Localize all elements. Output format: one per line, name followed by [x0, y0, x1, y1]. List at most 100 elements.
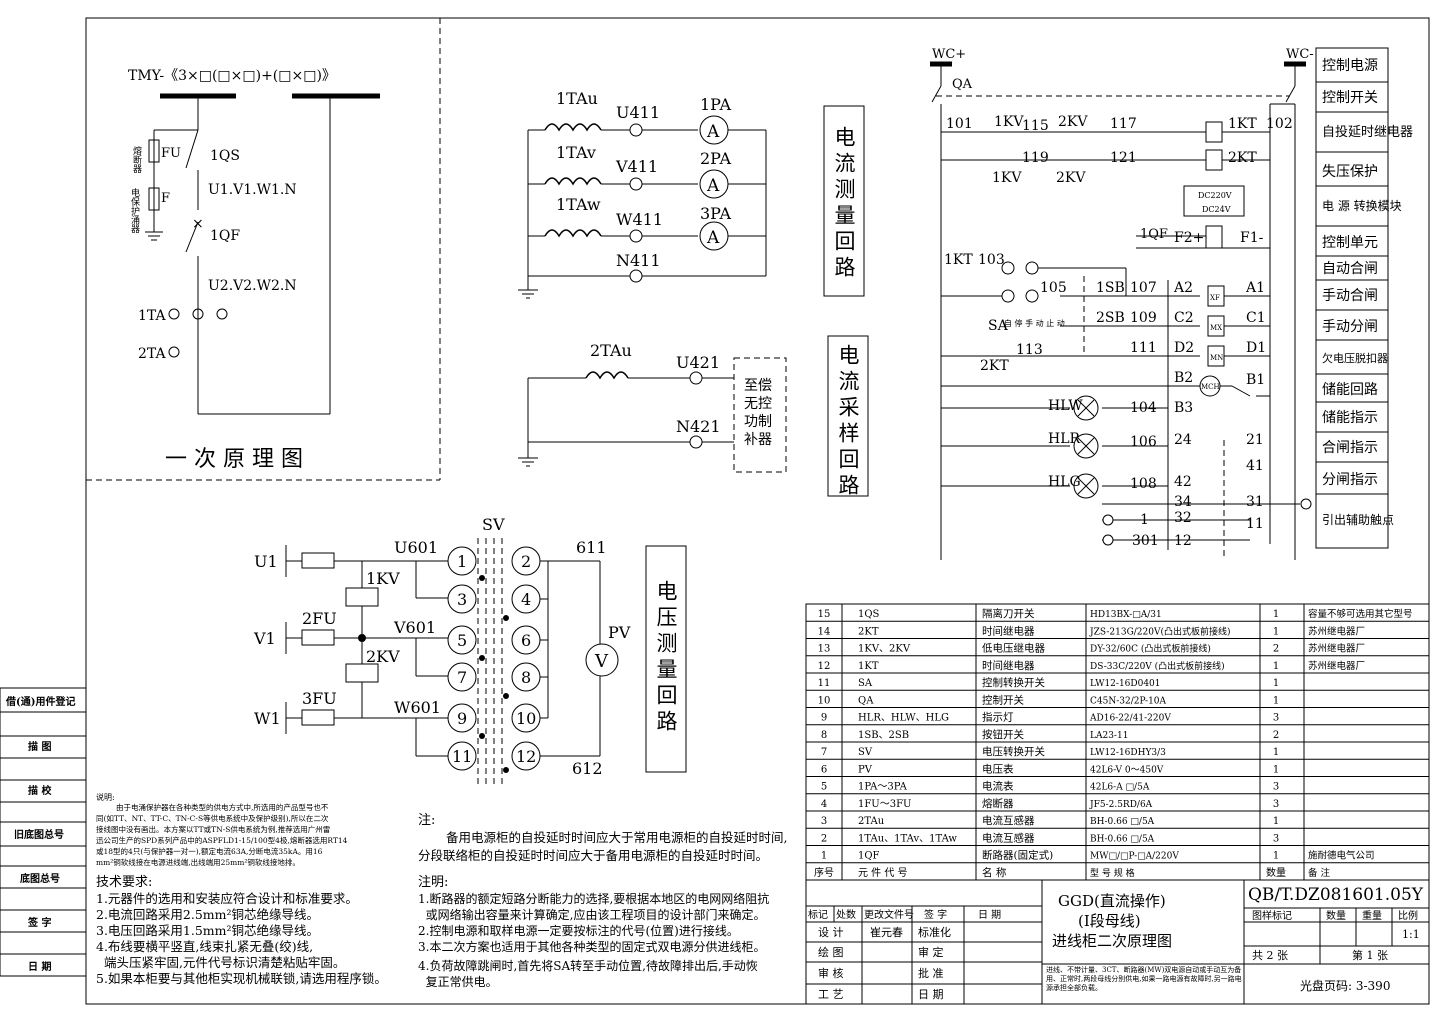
node-106: 106	[1130, 434, 1157, 450]
bom-cell-name: 隔离刀开关	[982, 607, 1035, 620]
term-c1: C1	[1246, 310, 1266, 326]
compensator-box	[733, 357, 787, 473]
bom-cell-name: 时间继电器	[982, 624, 1035, 637]
node-117: 117	[1110, 116, 1137, 132]
current-sampling-circuit: 2TAu U421 N421 至偿 无控 功制 补器 电流采样回路	[518, 335, 869, 500]
bom-cell-no: 15	[818, 609, 831, 620]
side-old-base-no: 旧底图总号	[14, 828, 64, 841]
tech-3: 3.电压回路采用1.5mm²铜芯绝缘导线。	[96, 923, 319, 938]
sheet-weight: 重量	[1362, 909, 1382, 922]
sv-label: SV	[482, 515, 505, 534]
lamp-hlr: HLR	[1048, 431, 1081, 447]
coil-mch: MCH	[1201, 383, 1220, 391]
node-105: 105	[1040, 280, 1067, 296]
fn-undervoltage-protection: 失压保护	[1322, 164, 1378, 180]
bom-cell-remark: 容量不够可选用其它型号	[1308, 608, 1413, 620]
bom-cell-spec: 42L6-A □/5A	[1090, 783, 1150, 793]
term-b3: B3	[1174, 400, 1193, 416]
term-1: 1	[457, 552, 467, 571]
bom-cell-spec: MW□/□P-□A/220V	[1090, 852, 1179, 862]
bom-cell-qty: 3	[1273, 713, 1279, 724]
fn-open-indicator: 分闸指示	[1322, 472, 1378, 488]
bom-cell-qty: 2	[1273, 730, 1279, 741]
bom-cell-remark: 施耐德电气公司	[1308, 850, 1375, 862]
bom-cell-spec: LW12-16D0401	[1090, 679, 1161, 689]
out-612: 612	[572, 759, 603, 778]
current-meas-title-box	[823, 105, 865, 297]
term-42: 42	[1174, 474, 1192, 490]
bom-cell-no: 4	[821, 799, 827, 810]
busbar-label: TMY-《3×□(□×□)+(□×□)》	[128, 68, 336, 84]
node-u411: U411	[616, 103, 660, 122]
rev-mark: 标记	[808, 909, 828, 921]
explain-line-2: 同(如TT、NT、TT-C、TN-C-S等供电系统中及保护级别),所以在二次	[96, 813, 329, 823]
bom-cell-spec: C45N-32/2P-10A	[1090, 696, 1167, 706]
node-102: 102	[1266, 116, 1293, 132]
fn-manual-close: 手动合闸	[1322, 288, 1378, 304]
term-11: 11	[1246, 516, 1264, 532]
sheet-number: 第 1 张	[1352, 948, 1388, 962]
bom-cell-name: 控制转换开关	[982, 676, 1045, 689]
meter-symbol-2: A	[706, 176, 720, 196]
bom-cell-no: 11	[818, 678, 831, 689]
current-sample-title-box	[827, 335, 869, 497]
bom-header-code: 元 件 代 号	[858, 867, 908, 879]
notes: 说明: 由于电涌保护器在各种类型的供电方式中,所选用的产品型号也不 同(如TT、…	[96, 792, 787, 989]
drawing-frame	[85, 17, 1430, 1005]
bom-cell-no: 10	[818, 695, 831, 706]
coil-xf: XF	[1210, 294, 1220, 302]
bom-cell-code: 2TAu	[858, 816, 885, 827]
node-113: 113	[1016, 342, 1043, 358]
bom-cell-code: 2KT	[858, 626, 879, 637]
bom-cell-name: 断路器(固定式)	[982, 849, 1053, 862]
btn-2sb: 2SB	[1096, 310, 1125, 326]
tech-5: 端头压紧牢固,元件代号标识清楚粘贴牢固。	[96, 955, 345, 970]
meter-label-2pa: 2PA	[700, 149, 731, 168]
meter-label-1pa: 1PA	[700, 95, 731, 114]
compensator-line-4: 补器	[744, 432, 772, 448]
bom-cell-name: 按钮开关	[982, 728, 1024, 741]
explain-line-3: 接线图中没有画出。本方案以TT或TN-S供电系统为例,推荐选用广州雷	[96, 824, 330, 834]
bom-cell-qty: 1	[1273, 609, 1279, 620]
voltage-title-box	[645, 545, 687, 773]
term-12: 12	[516, 747, 536, 766]
title-block: GGD(直流操作) (I段母线) 进线柜二次原理图 QB/T.DZ081601.…	[805, 879, 1430, 1005]
current-sample-title: 电流采样回路	[836, 344, 860, 500]
bom-cell-qty: 1	[1273, 661, 1279, 672]
relay-1kv-top: 1KV	[994, 114, 1024, 130]
node-u601: U601	[394, 538, 438, 557]
bom-cell-code: SV	[858, 747, 873, 758]
side-registration: 借(通)用件登记	[5, 695, 75, 708]
term-31: 31	[1246, 494, 1264, 510]
bom-cell-code: 1KV、2KV	[858, 644, 911, 655]
coil-2kt: 2KT	[1228, 150, 1257, 166]
node-104: 104	[1130, 400, 1157, 416]
qf-label: 1QF	[210, 228, 240, 244]
term-41: 41	[1246, 458, 1264, 474]
bom-cell-remark: 苏州继电器厂	[1308, 625, 1365, 637]
zhu-1: 备用电源柜的自投延时时间应大于常用电源柜的自投延时时间,	[446, 830, 787, 845]
sheet-qty: 数量	[1326, 909, 1346, 922]
node-115: 115	[1022, 118, 1049, 134]
kt2-contact: 2KT	[980, 358, 1009, 374]
bom-header-no: 序号	[814, 866, 834, 879]
bom-cell-spec: DY-32/60C (凸出式板前接线)	[1090, 643, 1211, 655]
ct-label-v: 1TAv	[556, 143, 596, 162]
zhuming-title: 注明:	[418, 875, 448, 890]
bom-cell-qty: 1	[1273, 764, 1279, 775]
sa-sub: 自 停 手 动 止 动	[1004, 318, 1065, 328]
fu-label: FU	[161, 146, 181, 161]
node-n411: N411	[616, 251, 661, 270]
zhuming-1: 1.断路器的额定短路分断能力的选择,要根据本地区的电网网络阻抗	[418, 891, 769, 906]
term-6: 6	[521, 631, 531, 650]
bom-cell-qty: 1	[1273, 747, 1279, 758]
node-u421: U421	[676, 353, 720, 372]
role-draw: 绘 图	[818, 945, 844, 959]
title-line-1: GGD(直流操作)	[1058, 892, 1166, 910]
role-review: 审 核	[818, 966, 844, 980]
bom-cell-name: 电流表	[982, 780, 1014, 793]
title-line-2: (I段母线)	[1078, 912, 1141, 930]
bom-cell-spec: BH-0.66 □/5A	[1090, 817, 1155, 827]
bom-cell-name: 电压表	[982, 762, 1014, 775]
meter-symbol-3: A	[706, 228, 720, 248]
